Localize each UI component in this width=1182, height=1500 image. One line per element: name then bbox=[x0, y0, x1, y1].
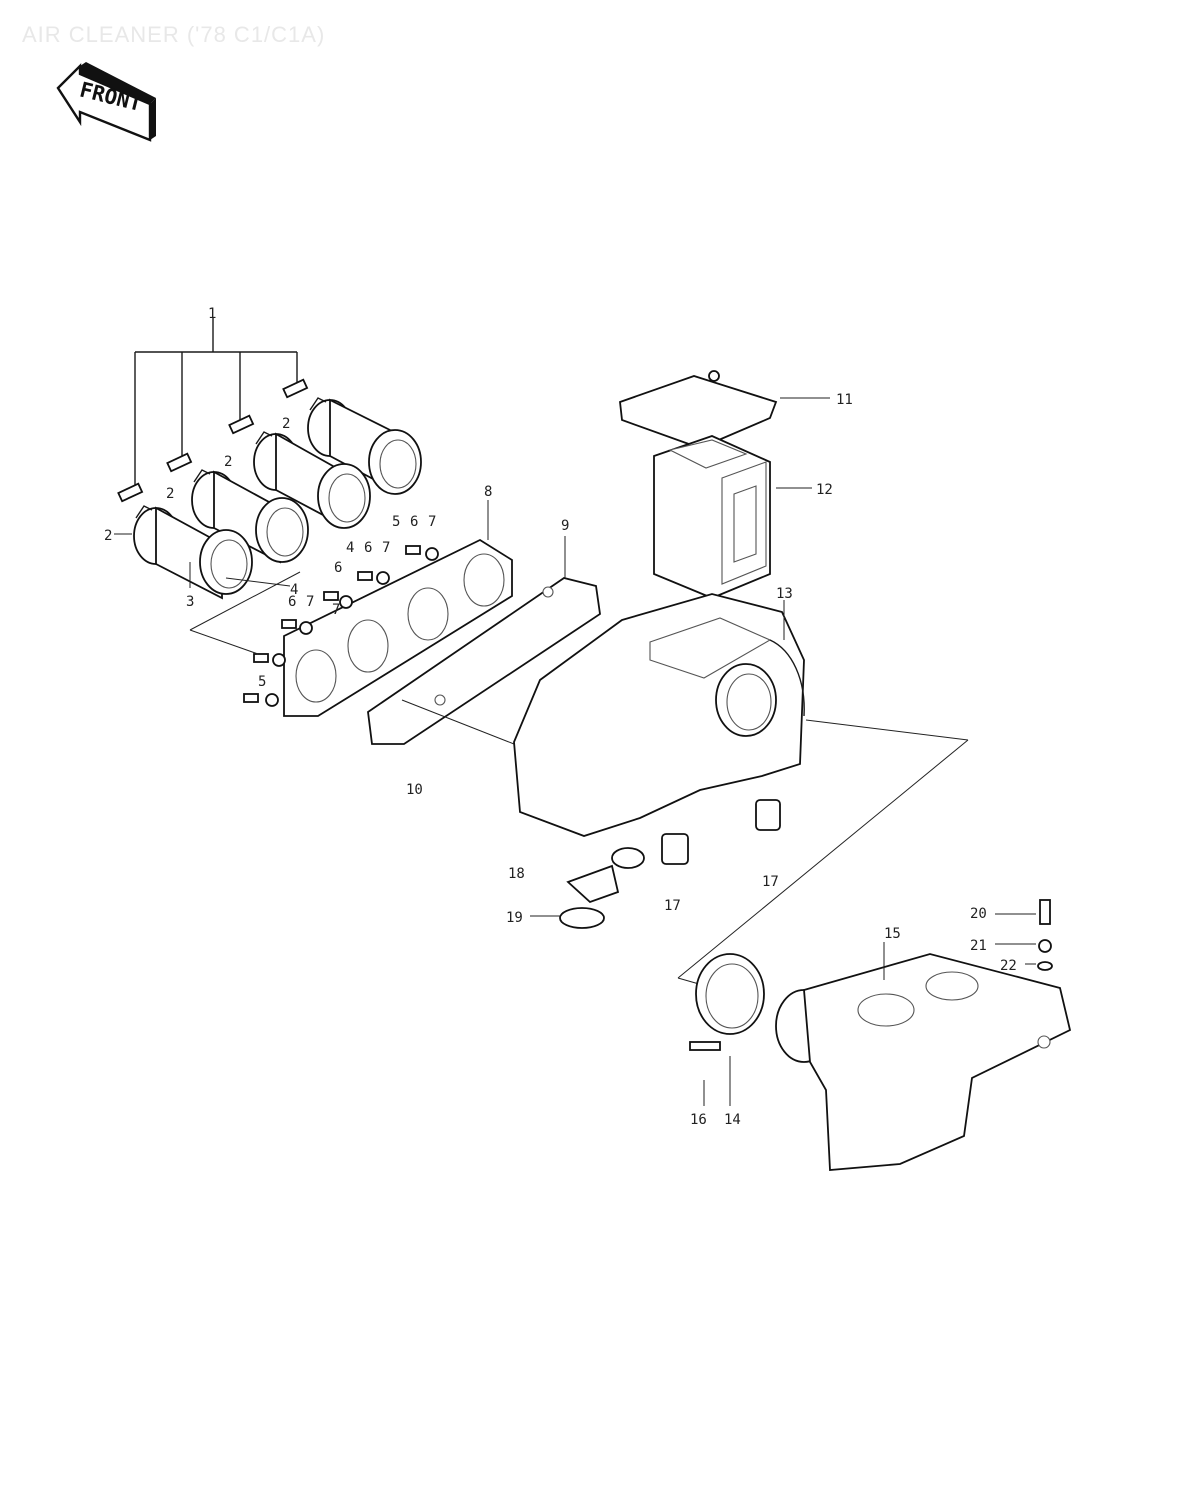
label-19: 19 bbox=[506, 910, 523, 926]
label-20: 20 bbox=[970, 906, 987, 922]
fastener-set bbox=[243, 545, 439, 707]
label-6: 6 bbox=[288, 594, 296, 610]
label-1: 1 bbox=[208, 306, 216, 322]
intake-case-assembly bbox=[689, 953, 1072, 1171]
label-21: 21 bbox=[970, 938, 987, 954]
label-7: 7 bbox=[306, 594, 314, 610]
guide-lines bbox=[189, 571, 969, 991]
label-5: 5 bbox=[258, 674, 266, 690]
label-2: 2 bbox=[104, 528, 112, 544]
label-3: 3 bbox=[186, 594, 194, 610]
diagram-title: AIR CLEANER ('78 C1/C1A) bbox=[22, 22, 326, 47]
label-15: 15 bbox=[884, 926, 901, 942]
label-2: 2 bbox=[224, 454, 232, 470]
label-14: 14 bbox=[724, 1112, 741, 1128]
label-11: 11 bbox=[836, 392, 853, 408]
label-2: 2 bbox=[166, 486, 174, 502]
part-1-bracket bbox=[134, 318, 298, 486]
label-12: 12 bbox=[816, 482, 833, 498]
intake-duct-row bbox=[133, 397, 422, 600]
label-8: 8 bbox=[484, 484, 492, 500]
holder-part-9 bbox=[367, 577, 601, 745]
label-6: 6 bbox=[334, 560, 342, 576]
label-7: 7 bbox=[428, 514, 436, 530]
label-4: 4 bbox=[346, 540, 354, 556]
label-5: 5 bbox=[392, 514, 400, 530]
label-6: 6 bbox=[364, 540, 372, 556]
label-2: 2 bbox=[282, 416, 290, 432]
air-filter-element bbox=[653, 435, 771, 599]
screw-icon bbox=[117, 378, 309, 503]
air-cleaner-housing bbox=[513, 593, 805, 837]
label-4: 4 bbox=[290, 582, 298, 598]
label-17: 17 bbox=[762, 874, 779, 890]
label-18: 18 bbox=[508, 866, 525, 882]
label-16: 16 bbox=[690, 1112, 707, 1128]
label-22: 22 bbox=[1000, 958, 1017, 974]
leader-lines bbox=[114, 397, 1036, 1106]
label-7: 7 bbox=[382, 540, 390, 556]
label-6: 6 bbox=[410, 514, 418, 530]
drain-parts bbox=[559, 799, 781, 929]
air-cleaner-cover bbox=[619, 370, 778, 449]
bolt-washer-nut bbox=[1037, 899, 1053, 971]
front-arrow-icon: FRONT bbox=[56, 62, 156, 142]
holder-plate bbox=[283, 538, 513, 717]
label-9: 9 bbox=[561, 518, 569, 534]
label-17: 17 bbox=[664, 898, 681, 914]
label-7: 7 bbox=[332, 602, 340, 618]
label-13: 13 bbox=[776, 586, 793, 602]
callout-labels: 1 2 2 2 2 3 4 4 5 5 6 6 6 6 7 7 7 7 8 9 … bbox=[104, 306, 1017, 1128]
label-10: 10 bbox=[406, 782, 423, 798]
